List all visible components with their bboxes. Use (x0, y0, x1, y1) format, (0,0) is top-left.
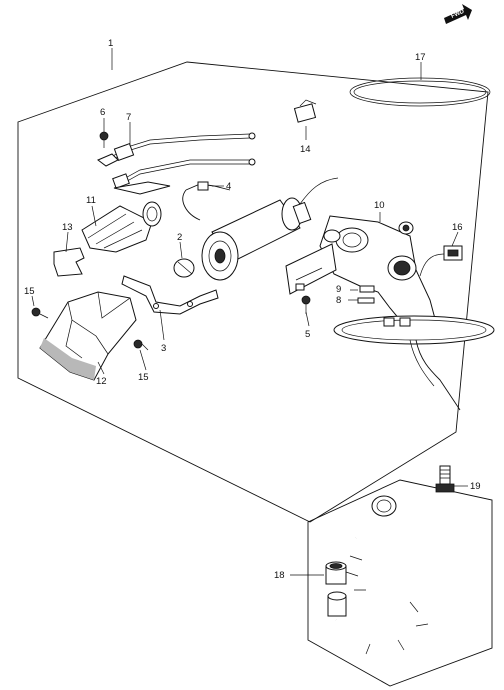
callout-8: 8 (336, 295, 341, 306)
callout-5: 5 (305, 329, 310, 340)
cover-part (39, 291, 137, 381)
pump-base-part (285, 215, 439, 333)
callout-2: 2 (177, 232, 182, 243)
mount-plate-part (333, 315, 495, 411)
callout-13: 13 (62, 222, 73, 233)
leader-lines (31, 48, 468, 576)
hose-kit-part (325, 495, 433, 658)
o-ring-part (349, 77, 491, 107)
screw-part-15b (133, 339, 149, 351)
screw-part-15a (31, 307, 49, 319)
connector-part (419, 245, 463, 277)
callout-15a: 15 (24, 286, 35, 297)
callout-12: 12 (96, 376, 107, 387)
hose-kit-frame (307, 479, 493, 687)
callout-17: 17 (415, 52, 426, 63)
cap-part (173, 258, 195, 278)
callout-9: 9 (336, 284, 341, 295)
callout-15b: 15 (138, 372, 149, 383)
fuel-pump-body (201, 177, 339, 281)
main-assembly-frame (17, 61, 489, 523)
filter-part (81, 201, 162, 253)
callout-11: 11 (86, 195, 96, 206)
small-part-9 (359, 285, 375, 293)
callouts: 1 2 3 4 5 6 7 8 9 10 11 12 13 14 15 15 1… (24, 38, 481, 581)
callout-7: 7 (126, 112, 131, 123)
callout-19: 19 (470, 481, 481, 492)
small-part-8 (357, 297, 375, 304)
clamp-part (182, 181, 231, 221)
callout-1: 1 (108, 38, 113, 49)
callout-4: 4 (226, 181, 231, 192)
callout-18: 18 (274, 570, 285, 581)
callout-10: 10 (374, 200, 385, 211)
gasket-part (53, 247, 85, 277)
callout-3: 3 (161, 343, 166, 354)
callout-14: 14 (300, 144, 311, 155)
callout-6: 6 (100, 107, 105, 118)
screw-part-5 (301, 295, 311, 314)
callout-16: 16 (452, 222, 463, 233)
fwd-label: FWD (450, 9, 466, 20)
bracket-part (121, 275, 219, 315)
screw-part-6 (99, 131, 109, 148)
bolt-part-19 (435, 465, 455, 493)
forward-arrow-icon: FWD (444, 4, 472, 24)
lead-wire-part (97, 132, 256, 195)
fuel-hose-part (293, 99, 375, 271)
